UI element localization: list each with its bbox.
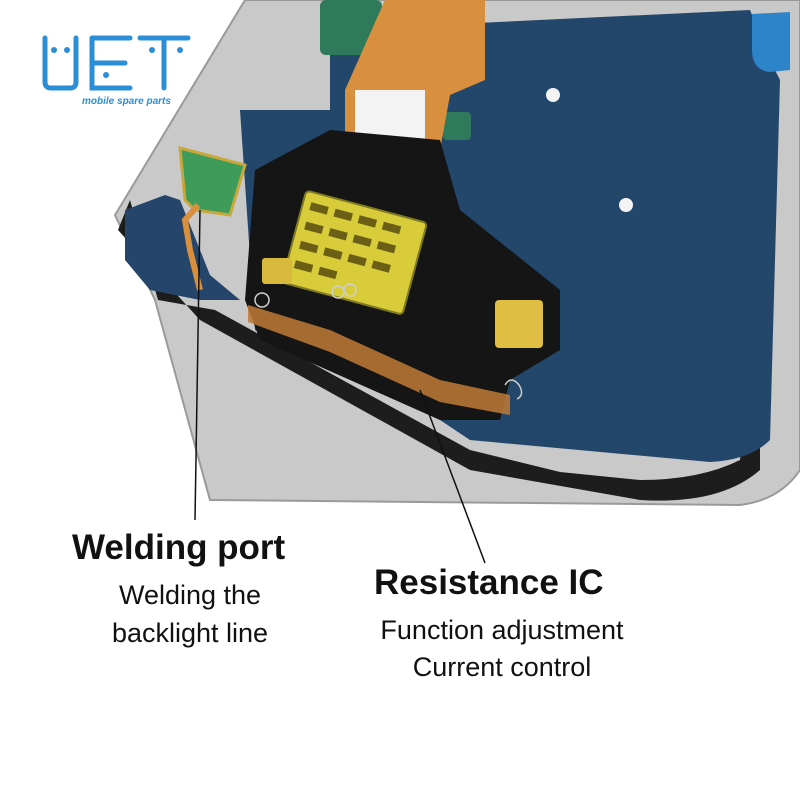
silkscreen-marks <box>254 283 523 400</box>
screw-hole-2 <box>619 198 633 212</box>
welding-port <box>178 146 247 217</box>
resistance-ic <box>281 190 428 315</box>
green-tape <box>320 0 382 55</box>
welding-port-desc-line1: Welding the <box>118 580 262 610</box>
resistance-ic-desc-line2: Current control <box>412 652 592 682</box>
logo-mark-icon: mobile spare parts <box>42 35 191 107</box>
welding-callout-line <box>194 209 201 521</box>
green-tape-right <box>443 112 471 140</box>
resistance-callout-line <box>419 389 486 564</box>
copper-trace-band <box>248 305 510 415</box>
blue-backplate-left <box>125 195 240 300</box>
blue-corner-tab <box>752 12 790 72</box>
logo-tagline: mobile spare parts <box>82 96 171 107</box>
resistance-ic-title: Resistance IC <box>374 563 604 602</box>
welding-port-desc-line2: backlight line <box>111 618 269 648</box>
screw-hole-1 <box>546 88 560 102</box>
gold-pad-right <box>495 300 543 348</box>
welding-port-title: Welding port <box>72 528 286 567</box>
welding-lead <box>181 203 203 291</box>
brand-logo: mobile spare parts <box>40 30 200 110</box>
resistance-ic-desc-line1: Function adjustment <box>380 615 624 645</box>
gold-pad-left <box>262 258 292 284</box>
ic-components <box>293 202 402 280</box>
